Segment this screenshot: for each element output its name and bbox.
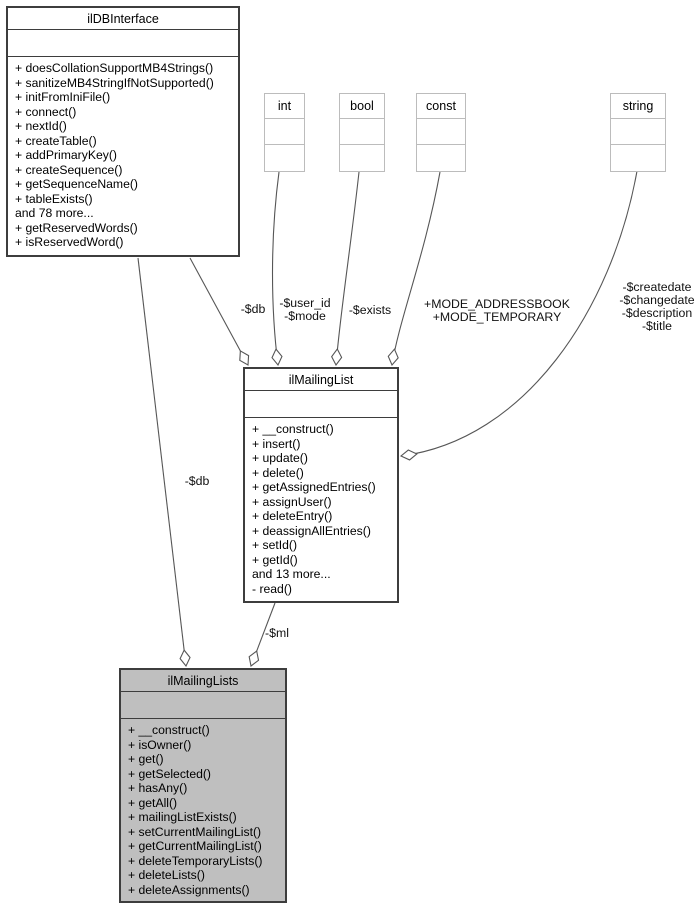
edge-label-exists: -$exists — [348, 303, 392, 317]
type-node-string: string — [610, 93, 666, 172]
member-row: + delete() — [252, 465, 304, 480]
type-node-bool: bool — [339, 93, 385, 172]
type-node-const: const — [416, 93, 466, 172]
member-row: + getAll() — [128, 795, 178, 810]
methods-compartment-ilmailinglist: + __construct()+ insert()+ update()+ del… — [245, 418, 397, 601]
member-row: + sanitizeMB4StringIfNotSupported() — [15, 75, 214, 90]
member-row: + deleteTemporaryLists() — [128, 853, 263, 868]
member-row: + mailingListExists() — [128, 810, 237, 824]
edge-label-string-fields: -$createdate -$changedate -$description … — [619, 280, 695, 333]
attributes-compartment-ildbinterface — [8, 30, 238, 57]
class-node-ildbinterface[interactable]: ilDBInterface + doesCollationSupportMB4S… — [6, 6, 240, 257]
member-row: + insert() — [252, 436, 301, 451]
member-row: + getSequenceName() — [15, 177, 138, 191]
member-row: + getCurrentMailingList() — [128, 839, 262, 853]
member-row: + setId() — [252, 538, 298, 552]
member-row: + getId() — [252, 552, 298, 567]
class-title-ilmailinglists[interactable]: ilMailingLists — [121, 670, 285, 692]
member-row: + __construct() — [128, 723, 210, 737]
class-title-ilmailinglist[interactable]: ilMailingList — [245, 369, 397, 391]
member-row: + deassignAllEntries() — [252, 523, 371, 538]
type-cell — [611, 145, 665, 170]
member-row: + getAssignedEntries() — [252, 480, 376, 494]
member-row: + __construct() — [252, 422, 334, 436]
member-row: + getReservedWords() — [15, 220, 138, 235]
member-row: + get() — [128, 752, 164, 766]
member-row: + isOwner() — [128, 737, 192, 752]
member-row: + tableExists() — [15, 191, 93, 206]
type-cell — [340, 119, 384, 145]
type-title-string: string — [611, 94, 665, 119]
methods-compartment-ildbinterface: + doesCollationSupportMB4Strings()+ sani… — [8, 57, 238, 255]
type-cell — [265, 145, 304, 170]
edge-ildbinterface-ilmailinglists — [137, 257, 186, 666]
type-title-const: const — [417, 94, 465, 119]
edge-label-user-id-mode: -$user_id -$mode — [279, 296, 331, 323]
member-row: + nextId() — [15, 119, 67, 133]
type-cell — [417, 145, 465, 170]
member-row: + createTable() — [15, 133, 97, 148]
member-row: + setCurrentMailingList() — [128, 824, 262, 839]
type-title-int: int — [265, 94, 304, 119]
type-title-bool: bool — [340, 94, 384, 119]
class-node-ilmailinglists[interactable]: ilMailingLists + __construct()+ isOwner(… — [119, 668, 287, 903]
type-node-int: int — [264, 93, 305, 172]
class-title-ildbinterface[interactable]: ilDBInterface — [8, 8, 238, 30]
member-row: - read() — [252, 581, 292, 596]
class-node-ilmailinglist[interactable]: ilMailingList + __construct()+ insert()+… — [243, 367, 399, 603]
edge-label-mode-constants: +MODE_ADDRESSBOOK +MODE_TEMPORARY — [424, 297, 570, 324]
member-row: + createSequence() — [15, 162, 123, 177]
type-cell — [611, 119, 665, 145]
member-row: + getSelected() — [128, 766, 211, 781]
edge-label-ml: -$ml — [265, 626, 289, 640]
type-cell — [265, 119, 304, 145]
member-row: and 13 more... — [252, 567, 331, 581]
edge-label-db-to-mailinglist: -$db — [240, 302, 266, 316]
edge-label-db-to-mailinglists: -$db — [184, 474, 210, 488]
member-row: and 78 more... — [15, 206, 94, 220]
type-cell — [417, 119, 465, 145]
member-row: + hasAny() — [128, 781, 188, 795]
member-row: + deleteLists() — [128, 868, 205, 882]
edge-const-ilmailinglist — [392, 171, 441, 365]
member-row: + update() — [252, 451, 308, 465]
member-row: + initFromIniFile() — [15, 90, 111, 104]
edge-int-ilmailinglist — [273, 171, 280, 365]
member-row: + addPrimaryKey() — [15, 148, 117, 162]
member-row: + deleteEntry() — [252, 509, 333, 523]
member-row: + assignUser() — [252, 494, 332, 509]
attributes-compartment-ilmailinglists — [121, 692, 285, 719]
edge-bool-ilmailinglist — [336, 171, 360, 365]
member-row: + connect() — [15, 104, 77, 119]
member-row: + deleteAssignments() — [128, 882, 250, 897]
type-cell — [340, 145, 384, 170]
member-row: + doesCollationSupportMB4Strings() — [15, 61, 214, 75]
methods-compartment-ilmailinglists: + __construct()+ isOwner()+ get()+ getSe… — [121, 719, 285, 901]
member-row: + isReservedWord() — [15, 235, 124, 249]
attributes-compartment-ilmailinglist — [245, 391, 397, 418]
